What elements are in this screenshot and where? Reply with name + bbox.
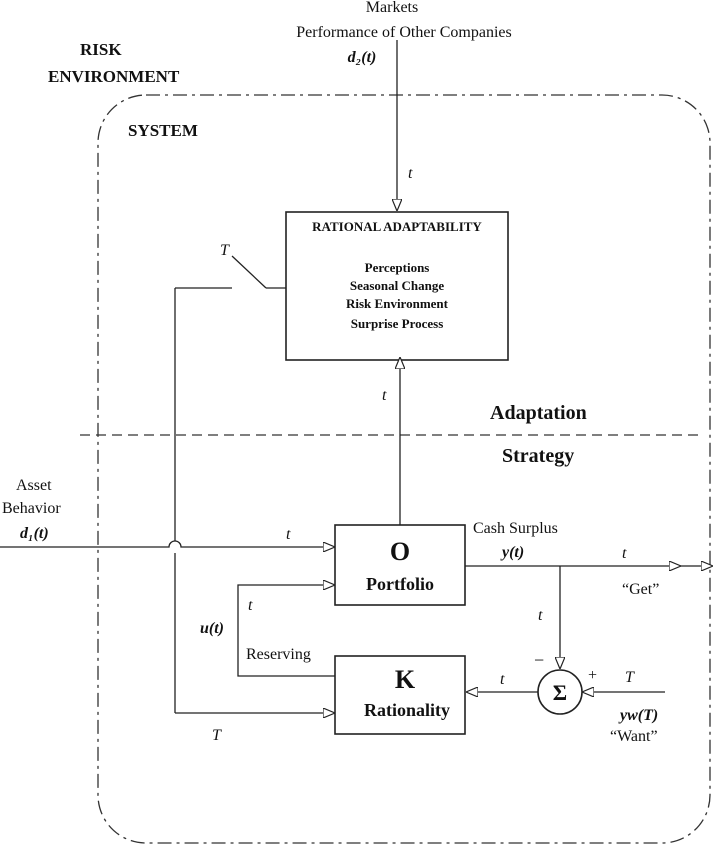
asset-label: Asset: [16, 477, 52, 494]
y-label: y(t): [500, 544, 524, 561]
rational-item-risk-environment: Risk Environment: [346, 296, 449, 311]
output-time-label: t: [622, 545, 627, 562]
adaptation-time-label: t: [382, 387, 387, 404]
reserving-loop-line: [237, 585, 335, 677]
u-time-label: t: [248, 597, 253, 614]
yw-label: yw(T): [618, 707, 658, 724]
bus-T-label: T: [212, 727, 222, 744]
rational-adaptability-box: [285, 211, 509, 361]
u-label: u(t): [200, 620, 224, 637]
want-label: “Want”: [610, 728, 658, 745]
performance-label: Performance of Other Companies: [296, 24, 511, 41]
cash-surplus-label: Cash Surplus: [473, 520, 558, 537]
portfolio-label: Portfolio: [366, 574, 434, 594]
strategy-label: Strategy: [502, 445, 574, 467]
d2-time-label: t: [408, 165, 413, 182]
adaptation-label: Adaptation: [490, 402, 587, 424]
risk-environment-label-line1: RISK: [80, 40, 122, 59]
d1-input-line: [0, 540, 334, 547]
sigma-symbol: Σ: [553, 680, 567, 705]
d1-time-label: t: [286, 526, 291, 543]
d2-label: d₂(t): [348, 49, 377, 66]
minus-sign: −: [534, 650, 544, 670]
rationality-symbol: K: [395, 665, 416, 694]
portfolio-symbol: O: [390, 537, 410, 566]
markets-label: Markets: [366, 0, 418, 16]
reserving-label: Reserving: [246, 646, 311, 663]
switch-blade: [231, 255, 267, 289]
rational-item-surprise-process: Surprise Process: [351, 316, 444, 331]
rationality-box: [334, 655, 466, 735]
want-T-label: T: [625, 669, 635, 686]
switch-T-label: T: [220, 242, 230, 259]
sum-out-time-label: t: [500, 671, 505, 688]
sum-feedback-time-label: t: [538, 607, 543, 624]
rational-item-perceptions: Perceptions: [365, 260, 430, 275]
system-label: SYSTEM: [128, 121, 198, 140]
plus-sign: +: [588, 667, 597, 684]
get-label: “Get”: [622, 581, 659, 598]
system-boundary: [97, 94, 711, 844]
behavior-label: Behavior: [2, 500, 61, 517]
rationality-label: Rationality: [364, 700, 450, 720]
d1-label: d₁(t): [20, 525, 49, 542]
rational-item-seasonal-change: Seasonal Change: [350, 278, 444, 293]
portfolio-box: [334, 524, 466, 606]
rational-adaptability-title: RATIONAL ADAPTABILITY: [312, 219, 482, 234]
risk-environment-label-line2: ENVIRONMENT: [48, 67, 180, 86]
